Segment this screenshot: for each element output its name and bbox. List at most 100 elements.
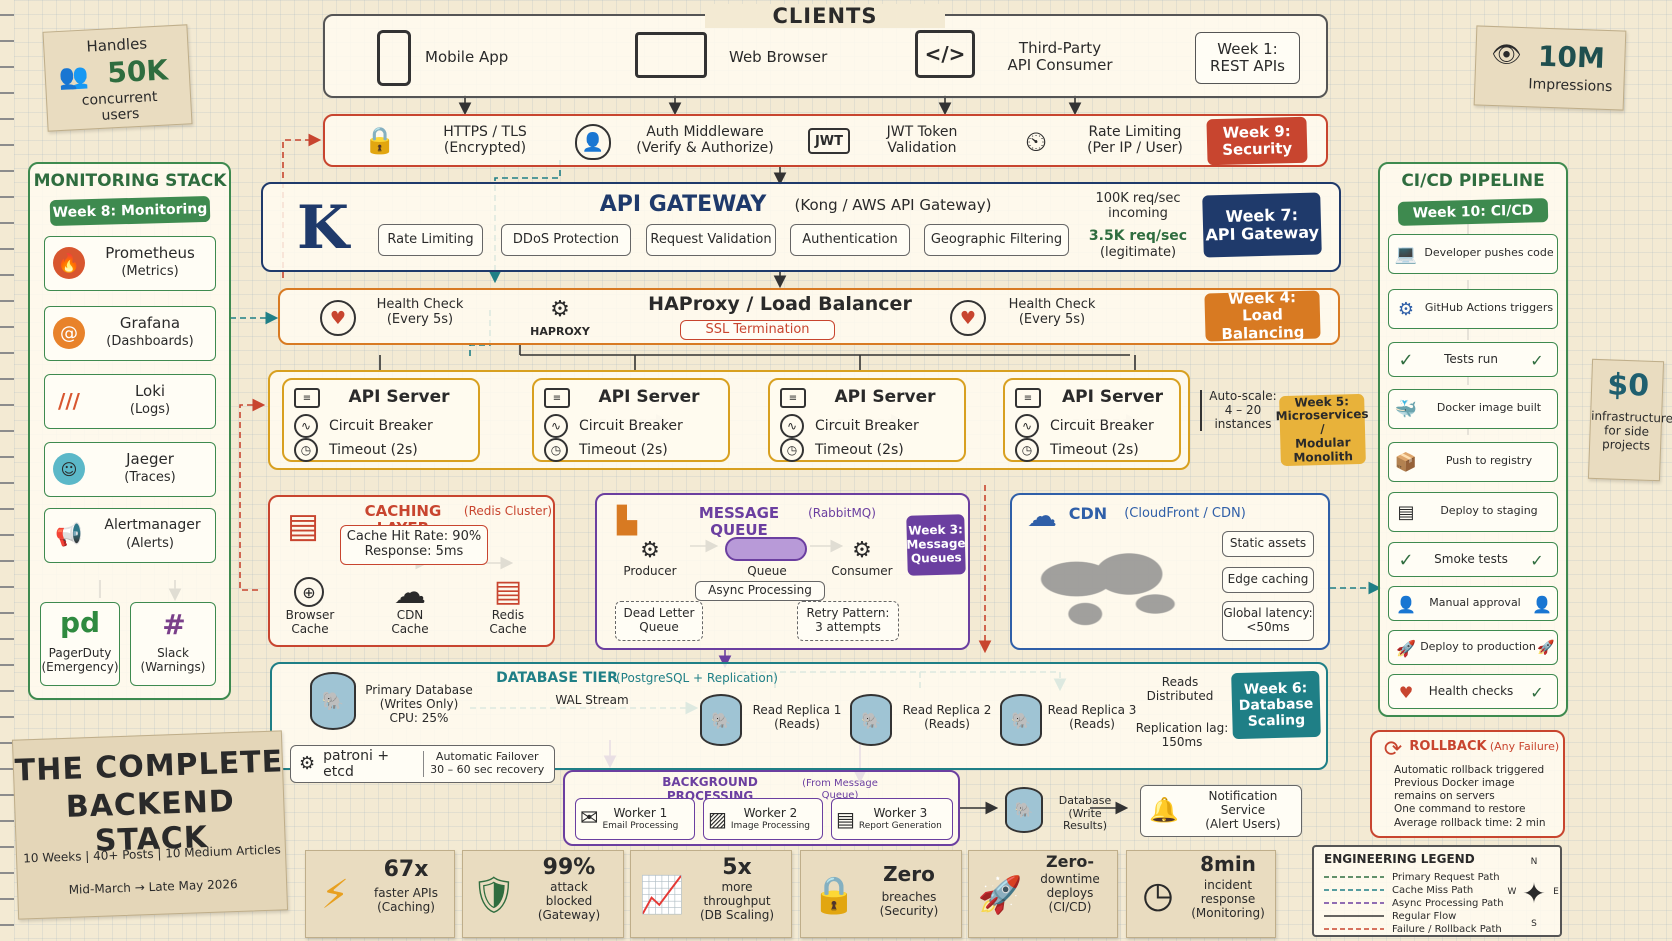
cicd-step-push: 💻Developer pushes code — [1388, 234, 1558, 274]
background-processing-panel: BACKGROUND PROCESSING (From Message Queu… — [563, 770, 960, 846]
week10-badge: Week 10: CI/CD — [1397, 198, 1549, 226]
result-db-icon: 🐘 — [1005, 787, 1043, 833]
rollback-item: Automatic rollback triggered — [1394, 764, 1545, 776]
envelope-icon: ✉ — [580, 806, 599, 832]
worker-2-label: Worker 2 — [743, 805, 798, 820]
mq-subtitle: (RabbitMQ) — [808, 506, 876, 520]
stat-monitoring: ◷ 8min incident response (Monitoring) — [1126, 850, 1276, 938]
week6-badge: Week 6: Database Scaling — [1231, 670, 1321, 740]
heart-icon: ♥ — [320, 300, 356, 336]
compass-star-icon: ✦ — [1522, 876, 1546, 910]
bell-icon: 🔔 — [1149, 796, 1179, 825]
lb-title: HAProxy / Load Balancer — [648, 293, 912, 315]
loki-item: /// Loki (Logs) — [44, 374, 216, 429]
jwt-label: JWT Token Validation — [886, 124, 958, 157]
rollback-title: ROLLBACK — [1409, 739, 1487, 754]
developer-laptop-icon: 💻 — [1394, 243, 1418, 265]
replica-3-icon: 🐘 — [1000, 694, 1042, 746]
health-check-2: Health Check (Every 5s) — [1008, 297, 1096, 327]
queue-label: Queue — [747, 564, 787, 578]
lock-icon: 🔒 — [363, 126, 397, 156]
db-subtitle: (PostgreSQL + Replication) — [616, 671, 778, 685]
api-server-title: API Server — [598, 387, 700, 407]
github-actions-icon: ⚙ — [1397, 298, 1415, 320]
gateway-title: API GATEWAY — [599, 192, 767, 217]
gw-feature-auth: Authentication — [790, 224, 910, 256]
message-queue-panel: ▙ MESSAGE QUEUE (RabbitMQ) ⚙ Producer Qu… — [595, 493, 970, 650]
person-icon: 👤 — [1396, 594, 1416, 614]
infra-cost-note: $0 infrastructure for side projects — [1587, 358, 1672, 482]
db-title: DATABASE TIER — [496, 670, 618, 686]
caching-subtitle: (Redis Cluster) — [463, 504, 553, 518]
week3-badge: Week 3: Message Queues — [906, 514, 966, 576]
lightning-icon: ⚡ — [320, 872, 350, 918]
cloud-icon: ☁ — [394, 573, 426, 611]
stat-cicd-label: downtime deploys (CI/CD) — [1040, 872, 1100, 914]
handles-note: Handles 👥 50K concurrent users — [42, 24, 193, 132]
cicd-step-smoke: ✓Smoke tests✓ — [1388, 542, 1558, 577]
cicd-step-staging: ▤Deploy to staging — [1388, 492, 1558, 532]
compass-e: E — [1553, 887, 1559, 897]
cicd-pipeline-panel: CI/CD PIPELINE Week 10: CI/CD 💻Developer… — [1378, 162, 1568, 717]
handles-line2: concurrent users — [81, 88, 158, 124]
gw-feature-geo: Geographic Filtering — [924, 224, 1069, 256]
check-mark-icon: ✓ — [1530, 350, 1544, 370]
patroni-etcd: ⚙ patroni + etcd Automatic Failover 30 –… — [290, 745, 555, 783]
shield-user-icon: 👤 — [575, 124, 611, 160]
slack-hash-icon: # — [162, 607, 186, 641]
legend-title: ENGINEERING LEGEND — [1324, 852, 1475, 866]
primary-db-icon: 🐘 — [310, 672, 356, 730]
stat-db-label: more throughput (DB Scaling) — [699, 880, 775, 922]
primary-db-label: Primary Database (Writes Only) CPU: 25% — [365, 683, 473, 725]
rocket-icon-2: 🚀 — [1537, 640, 1555, 656]
replica-1-label: Read Replica 1 (Reads) — [752, 703, 842, 731]
rollback-cycle-icon: ⟳ — [1383, 736, 1403, 762]
jaeger-item: ☺ Jaeger (Traces) — [44, 442, 216, 497]
mobile-phone-icon — [377, 30, 411, 86]
week1-badge: Week 1: REST APIs — [1195, 32, 1300, 84]
impressions-label: Impressions — [1528, 76, 1613, 96]
web-browser-label: Web Browser — [729, 48, 828, 66]
stat-caching-big: 67x — [383, 857, 429, 882]
flame-icon: 🔥 — [53, 247, 85, 279]
jwt-icon: JWT — [808, 128, 850, 154]
api-server-2: ≡ API Server ∿ Circuit Breaker ◷ Timeout… — [532, 378, 730, 462]
rollback-item: Previous Docker image remains on servers — [1394, 777, 1515, 803]
rocket-launch-icon: 🚀 — [977, 875, 1023, 916]
pulse-icon: ∿ — [294, 414, 318, 438]
monitoring-stack-panel: MONITORING STACK Week 8: Monitoring 🔥 Pr… — [28, 162, 231, 700]
heartbeat-icon: ♥ — [1398, 682, 1414, 702]
haproxy-logo-text: HAPROXY — [530, 325, 590, 338]
jaeger-sub: (Traces) — [124, 470, 176, 485]
legend-failure: Failure / Rollback Path — [1392, 924, 1502, 935]
infra-label: infrastructure for side projects — [1590, 408, 1672, 453]
compass-rose-icon: N ✦ W E S — [1506, 857, 1562, 933]
step-docker-label: Docker image built — [1436, 401, 1542, 414]
replication-lag: Replication lag: 150ms — [1135, 721, 1229, 749]
stat-gateway: 🛡 99% attack blocked (Gateway) — [462, 850, 624, 938]
worker-3-sub: Report Generation — [858, 820, 942, 831]
queue-cylinder-icon — [725, 537, 807, 561]
mobile-app-label: Mobile App — [425, 48, 509, 66]
consumer-gear-icon: ⚙ — [852, 537, 872, 563]
check-mark-icon: ✓ — [1530, 550, 1544, 570]
rollback-item: Average rollback time: 2 min — [1394, 816, 1546, 829]
legend-cache-miss: Cache Miss Path — [1392, 885, 1474, 896]
alertmanager-label: Alertmanager — [104, 517, 201, 533]
grafana-label: Grafana — [119, 314, 181, 332]
step-registry-label: Push to registry — [1445, 454, 1533, 467]
alertmanager-sub: (Alerts) — [126, 536, 174, 551]
rocket-icon: 🚀 — [1396, 638, 1416, 658]
title-dates: Mid-March → Late May 2026 — [68, 876, 238, 897]
api-servers-panel: ≡ API Server ∿ Circuit Breaker ◷ Timeout… — [268, 370, 1190, 470]
gateway-legit-num: 3.5K req/sec — [1088, 228, 1188, 244]
static-assets: Static assets — [1222, 531, 1314, 557]
notification-service: 🔔 Notification Service (Alert Users) — [1140, 785, 1302, 837]
gw-feature-validation: Request Validation — [646, 224, 776, 256]
circuit-breaker-label: Circuit Breaker — [1050, 418, 1154, 434]
stat-db: 📈 5x more throughput (DB Scaling) — [630, 850, 792, 938]
worker-2-sub: Image Processing — [730, 820, 811, 831]
stat-cicd: 🚀 Zero- downtime deploys (CI/CD) — [968, 850, 1118, 938]
compass-s: S — [1531, 919, 1537, 929]
